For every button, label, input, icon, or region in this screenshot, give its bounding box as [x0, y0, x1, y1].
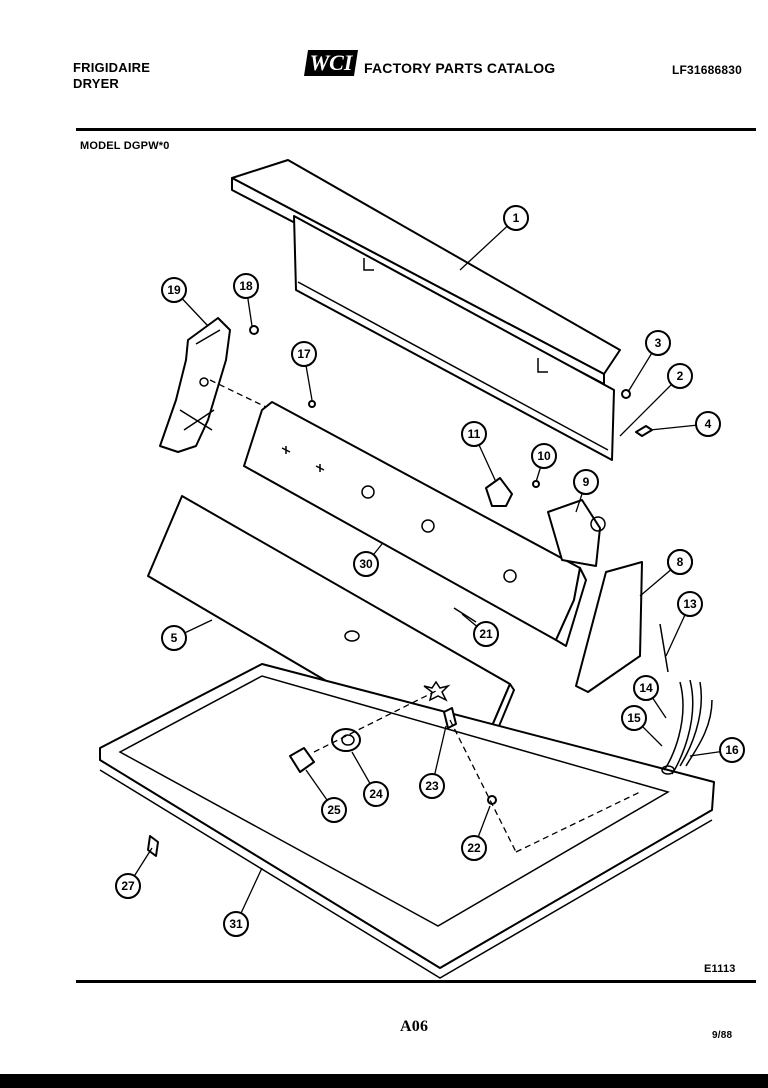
svg-text:2: 2: [677, 369, 684, 383]
part-switch: [485, 477, 513, 507]
svg-text:8: 8: [677, 555, 684, 569]
callout-5: 5: [161, 625, 187, 651]
part-knob-25: [289, 747, 315, 773]
footer-rule: [76, 980, 756, 983]
svg-text:13: 13: [683, 597, 697, 611]
page-code: A06: [400, 1018, 429, 1035]
figure-code: E1113: [704, 963, 736, 975]
catalog-title: FACTORY PARTS CATALOG: [364, 60, 556, 76]
svg-text:16: 16: [725, 743, 739, 757]
part-back-panel: [293, 215, 615, 461]
date-code: 9/88: [712, 1030, 733, 1041]
callout-31: 31: [223, 911, 249, 937]
callout-19: 19: [161, 277, 187, 303]
callout-14: 14: [633, 675, 659, 701]
svg-text:31: 31: [229, 917, 243, 931]
callout-30: 30: [353, 551, 379, 577]
callout-27: 27: [115, 873, 141, 899]
svg-text:21: 21: [479, 627, 493, 641]
part-screw-4: [635, 425, 653, 437]
callout-4: 4: [695, 411, 721, 437]
svg-text:18: 18: [239, 279, 253, 293]
callout-24: 24: [363, 781, 389, 807]
callout-18: 18: [233, 273, 259, 299]
part-timer: [547, 499, 606, 567]
callout-17: 17: [291, 341, 317, 367]
callout-22: 22: [461, 835, 487, 861]
part-knob-indicator: [423, 680, 451, 702]
svg-text:22: 22: [467, 841, 481, 855]
callout-13: 13: [677, 591, 703, 617]
svg-text:17: 17: [297, 347, 311, 361]
wci-logo: WCI: [304, 50, 358, 76]
product-name: DRYER: [73, 76, 120, 91]
svg-text:19: 19: [167, 283, 181, 297]
svg-text:14: 14: [639, 681, 653, 695]
logo-text: WCI: [310, 50, 354, 75]
svg-text:27: 27: [121, 879, 135, 893]
model-label: MODEL DGPW*0: [80, 140, 170, 152]
callout-9: 9: [573, 469, 599, 495]
svg-text:24: 24: [369, 787, 383, 801]
callout-16: 16: [719, 737, 745, 763]
callout-2: 2: [667, 363, 693, 389]
part-top-cover: [231, 159, 621, 385]
part-wire-harness: [661, 679, 713, 775]
part-screw-17: [308, 400, 316, 408]
part-side-trim: [575, 561, 643, 693]
svg-text:10: 10: [537, 449, 551, 463]
svg-text:11: 11: [468, 427, 481, 441]
part-button-23: [443, 707, 457, 729]
svg-text:3: 3: [655, 336, 662, 350]
callout-15: 15: [621, 705, 647, 731]
part-cabinet-top: [99, 663, 715, 979]
svg-text:25: 25: [327, 803, 341, 817]
header-rule: [76, 128, 756, 131]
part-control-panel: [243, 401, 587, 647]
callout-1: 1: [503, 205, 529, 231]
part-knob-24: [331, 728, 361, 752]
svg-text:9: 9: [583, 475, 590, 489]
svg-text:15: 15: [627, 711, 641, 725]
svg-text:1: 1: [513, 211, 520, 225]
brand-name: FRIGIDAIRE: [73, 60, 151, 75]
callout-25: 25: [321, 797, 347, 823]
callout-21: 21: [473, 621, 499, 647]
svg-text:5: 5: [171, 631, 178, 645]
svg-text:4: 4: [705, 417, 712, 431]
part-wire-21: [453, 607, 477, 623]
part-screw-18: [249, 325, 259, 335]
svg-text:30: 30: [359, 557, 373, 571]
part-side-bracket: [159, 317, 231, 453]
callout-10: 10: [531, 443, 557, 469]
svg-text:23: 23: [425, 779, 439, 793]
callout-8: 8: [667, 549, 693, 575]
scan-edge-bar: [0, 1074, 768, 1088]
callout-3: 3: [645, 330, 671, 356]
callout-11: 11: [461, 421, 487, 447]
callout-23: 23: [419, 773, 445, 799]
catalog-number: LF31686830: [672, 63, 743, 77]
part-wire-13: [659, 623, 669, 673]
